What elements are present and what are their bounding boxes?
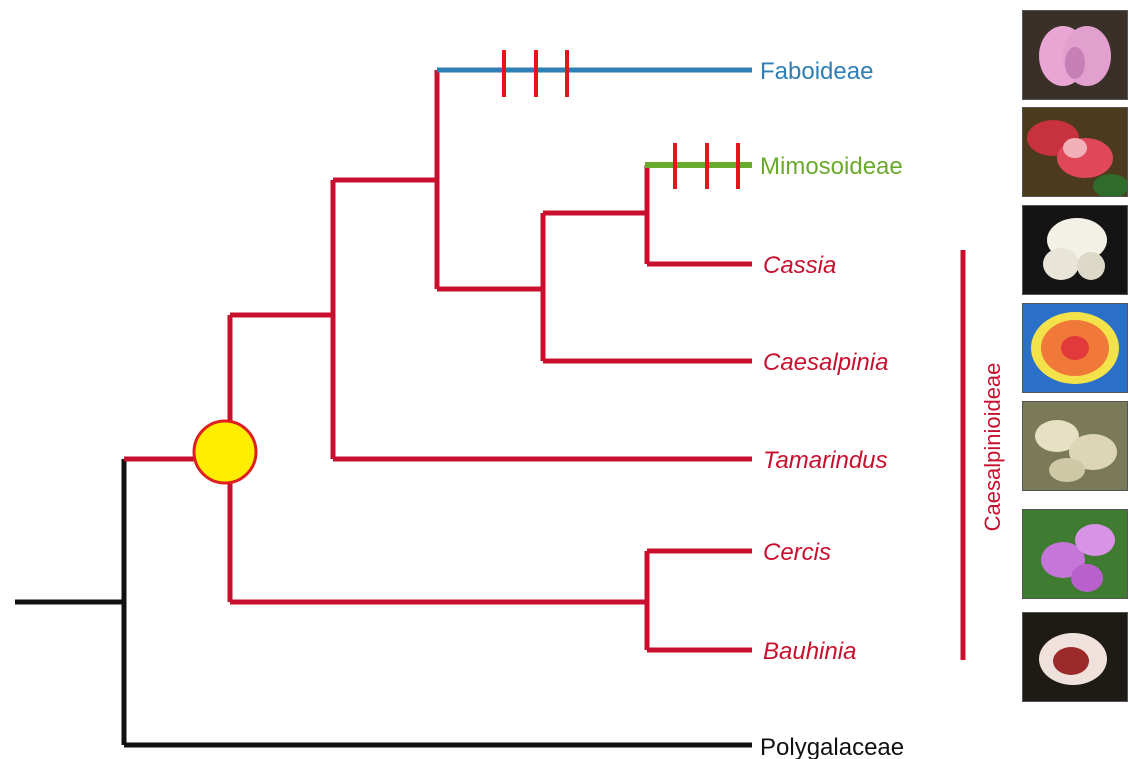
label-polygalaceae: Polygalaceae	[760, 734, 904, 759]
caesalpinia-flower-photo	[1022, 303, 1128, 393]
label-cassia: Cassia	[763, 252, 836, 279]
bauhinia-flower-photo	[1022, 612, 1128, 702]
label-cercis: Cercis	[763, 539, 831, 566]
tamarindus-flower-photo	[1022, 401, 1128, 491]
highlighted-node-marker	[194, 421, 256, 483]
mimosoideae-flower-photo	[1022, 107, 1128, 197]
faboideae-flower-photo	[1022, 10, 1128, 100]
legume-branches	[124, 70, 752, 650]
label-bauhinia: Bauhinia	[763, 638, 856, 665]
faboideae-markers	[504, 50, 567, 97]
label-mimosoideae: Mimosoideae	[760, 153, 903, 180]
label-caesalpinia: Caesalpinia	[763, 349, 888, 376]
caesalpinioideae-label: Caesalpinioideae	[980, 363, 1005, 532]
label-faboideae: Faboideae	[760, 58, 873, 85]
cassia-flower-photo	[1022, 205, 1128, 295]
cercis-flower-photo	[1022, 509, 1128, 599]
label-tamarindus: Tamarindus	[763, 447, 888, 474]
